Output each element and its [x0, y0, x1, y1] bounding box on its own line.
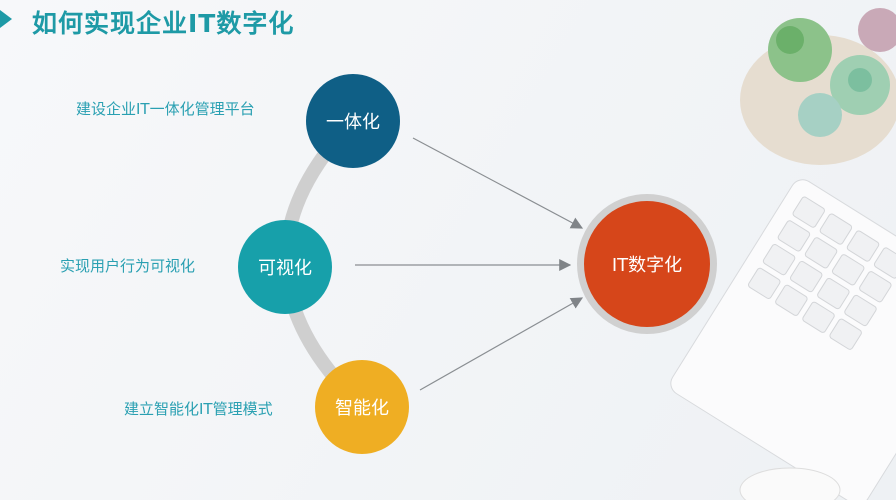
node-it-digitalization: IT数字化: [577, 194, 717, 334]
node-visualization: 可视化: [238, 220, 332, 314]
node-intelligence: 智能化: [315, 360, 409, 454]
mouse-image: [739, 467, 841, 500]
arrow-3: [419, 297, 584, 391]
page-title: 如何实现企业IT数字化: [32, 9, 295, 38]
item-1-description: 建设企业IT一体化管理平台: [76, 100, 255, 118]
succulent-plant-image: [740, 8, 896, 165]
item-2-description: 实现用户行为可视化: [60, 257, 196, 275]
title-marker-icon: [0, 10, 12, 28]
node-integration: 一体化: [306, 74, 400, 168]
arrow-1: [412, 137, 584, 229]
item-3-description: 建立智能化IT管理模式: [124, 400, 273, 418]
keyboard-image: [670, 179, 896, 500]
